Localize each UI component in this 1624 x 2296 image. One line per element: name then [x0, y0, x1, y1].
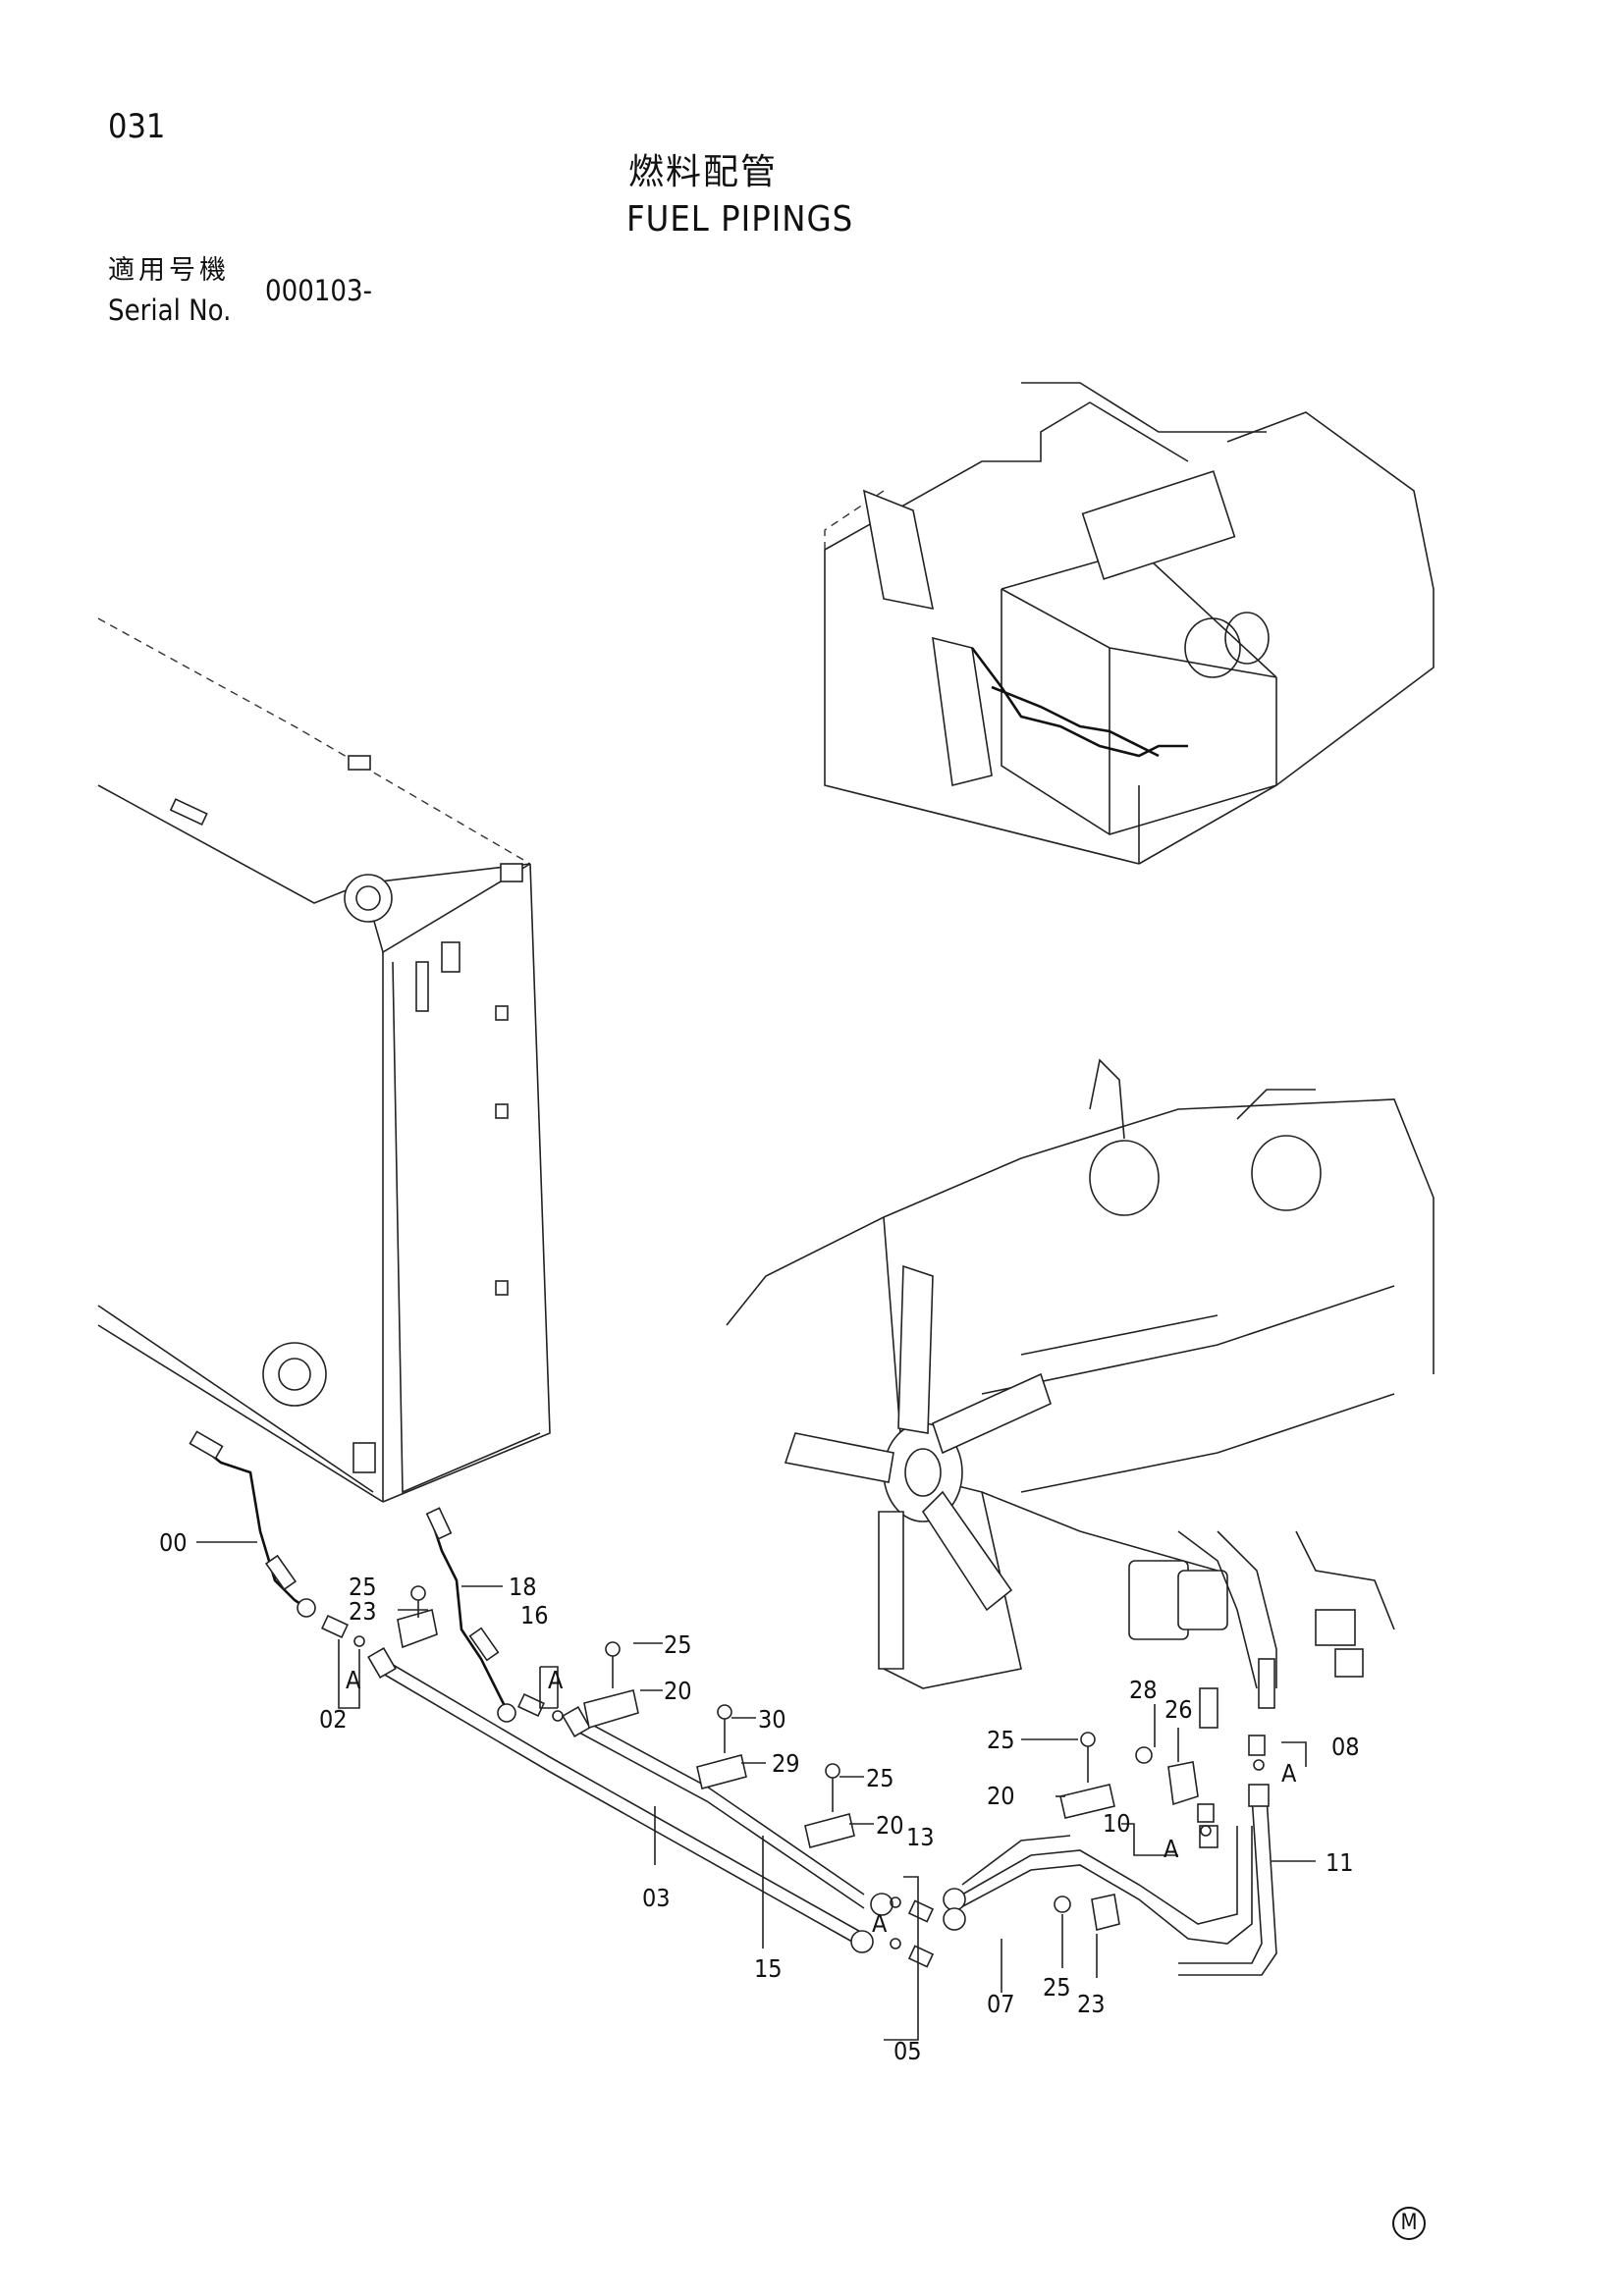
callout-11: 11 — [1326, 1848, 1354, 1877]
fuel-pipe-15 — [562, 1706, 893, 1916]
clamp-29 — [696, 1754, 747, 1789]
bolt-30 — [717, 1704, 732, 1753]
callout-23b: 23 — [1077, 1990, 1106, 2018]
fuel-tank-illustration — [97, 617, 551, 1503]
manufacturer-mark-icon: M — [1392, 2207, 1426, 2240]
callout-28: 28 — [1129, 1676, 1158, 1704]
bolt-25a — [410, 1585, 426, 1618]
page-title: FUEL PIPINGS — [626, 199, 854, 240]
fitting-02 — [321, 1614, 365, 1647]
detail-marker-a: A — [1281, 1759, 1297, 1788]
serial-label: Serial No. — [108, 294, 232, 327]
machine-overview-illustration — [824, 382, 1435, 865]
callout-30: 30 — [758, 1705, 786, 1734]
callout-20b: 20 — [876, 1811, 904, 1840]
serial-value: 000103- — [265, 274, 372, 307]
bolt-25c — [825, 1763, 840, 1812]
fuel-pipe-03 — [367, 1647, 874, 1953]
callout-16: 16 — [520, 1601, 549, 1629]
detail-marker-a: A — [872, 1909, 888, 1938]
detail-marker-a: A — [1164, 1835, 1179, 1863]
fitting-10 — [1197, 1803, 1215, 1837]
callout-08: 08 — [1331, 1733, 1360, 1761]
bolt-28 — [1135, 1746, 1153, 1764]
callout-03: 03 — [642, 1884, 671, 1912]
fitting-13 — [890, 1896, 935, 1923]
fuel-pipe-11 — [1178, 1784, 1277, 1976]
leader-lines — [196, 1541, 1316, 2041]
page-number: 031 — [108, 107, 166, 146]
callout-13: 13 — [906, 1823, 935, 1851]
callout-labels: 00 02 03 05 07 08 10 11 13 15 16 18 20 2… — [159, 1528, 1360, 2065]
clamp-26 — [1167, 1761, 1199, 1806]
callout-20a: 20 — [664, 1677, 692, 1705]
callout-25d: 25 — [987, 1726, 1015, 1754]
callout-25e: 25 — [1043, 1973, 1071, 2002]
callout-25b: 25 — [664, 1630, 692, 1659]
fitting-05 — [890, 1938, 935, 1968]
callout-25a: 25 — [349, 1573, 377, 1601]
title-japanese: 燃料配管 — [628, 152, 779, 192]
fitting-08 — [1248, 1735, 1266, 1771]
detail-marker-a: A — [346, 1666, 361, 1694]
bolt-25d — [1080, 1732, 1096, 1783]
fuel-hose-18 — [425, 1507, 516, 1723]
callout-02: 02 — [319, 1705, 348, 1734]
detail-marker-a: A — [548, 1666, 564, 1694]
bolt-25b — [605, 1641, 621, 1688]
fuel-hose-00 — [189, 1430, 316, 1618]
callout-18: 18 — [509, 1573, 537, 1601]
clamp-23 — [397, 1608, 438, 1649]
engine-illustration — [726, 1058, 1435, 1729]
bolt-25e — [1054, 1896, 1071, 1913]
clamp-20c — [1059, 1784, 1115, 1819]
callout-25c: 25 — [866, 1764, 894, 1792]
callout-29: 29 — [772, 1749, 800, 1778]
fuel-pipe-07 — [943, 1825, 1253, 1945]
callout-26: 26 — [1164, 1695, 1193, 1724]
callout-20c: 20 — [987, 1782, 1015, 1810]
callout-23a: 23 — [349, 1597, 377, 1626]
clamp-20a — [583, 1689, 639, 1730]
clamp-23b — [1091, 1894, 1120, 1931]
callout-05: 05 — [893, 2037, 922, 2065]
callout-10: 10 — [1103, 1809, 1131, 1838]
callout-15: 15 — [754, 1954, 783, 1983]
clamp-20b — [804, 1813, 855, 1848]
fitting-16 — [517, 1692, 564, 1722]
serial-label-japanese: 適用号機 — [108, 255, 230, 286]
callout-00: 00 — [159, 1528, 188, 1557]
callout-07: 07 — [987, 1990, 1015, 2018]
